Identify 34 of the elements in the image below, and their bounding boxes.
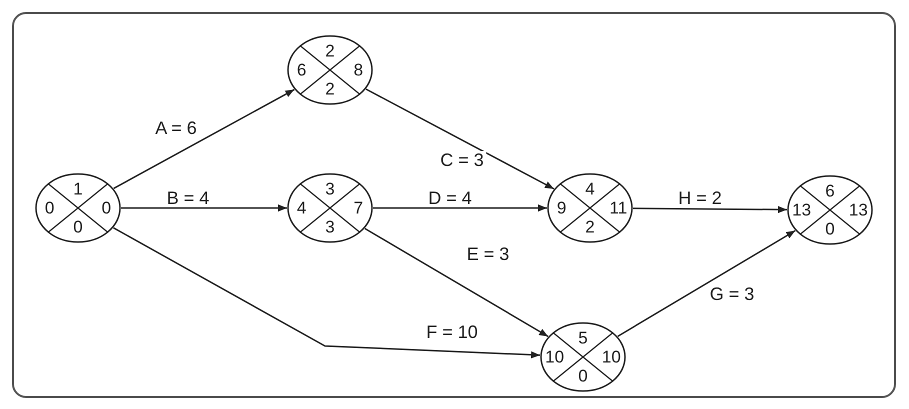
edge-label: A = 6 [153, 119, 199, 137]
quadrant-value: 0 [578, 367, 588, 384]
quadrant-value: 0 [73, 218, 83, 236]
event-circle [787, 175, 873, 245]
event-circle [287, 173, 373, 243]
event-circle [35, 173, 121, 243]
quadrant-value: 3 [325, 218, 335, 236]
quadrant-value: 3 [325, 180, 335, 198]
quadrant-value: 5 [578, 330, 588, 347]
quadrant-value: 0 [825, 220, 835, 238]
arrow [121, 204, 287, 212]
quadrant-value: 13 [848, 202, 868, 218]
quadrant-value: 13 [792, 202, 812, 218]
arrow [366, 88, 554, 190]
arrow [364, 228, 549, 338]
event-circle [287, 35, 373, 105]
edge-label: G = 3 [708, 285, 756, 303]
quadrant-value: 10 [545, 348, 564, 366]
quadrant-value: 7 [354, 200, 364, 216]
arrow [617, 230, 796, 337]
event-circle [547, 173, 633, 243]
arrow [373, 204, 547, 212]
event-circle [540, 322, 626, 392]
quadrant-value: 2 [585, 218, 595, 236]
arrow [113, 227, 540, 358]
edge-label: C = 3 [438, 151, 486, 169]
quadrant-value: 0 [102, 200, 112, 216]
arrow [633, 206, 787, 214]
quadrant-value: 2 [325, 80, 335, 98]
arrow [113, 88, 295, 190]
quadrant-value: 6 [825, 182, 835, 200]
quadrant-value: 10 [602, 348, 621, 366]
quadrant-value: 11 [610, 200, 628, 216]
quadrant-value: 8 [354, 62, 364, 78]
